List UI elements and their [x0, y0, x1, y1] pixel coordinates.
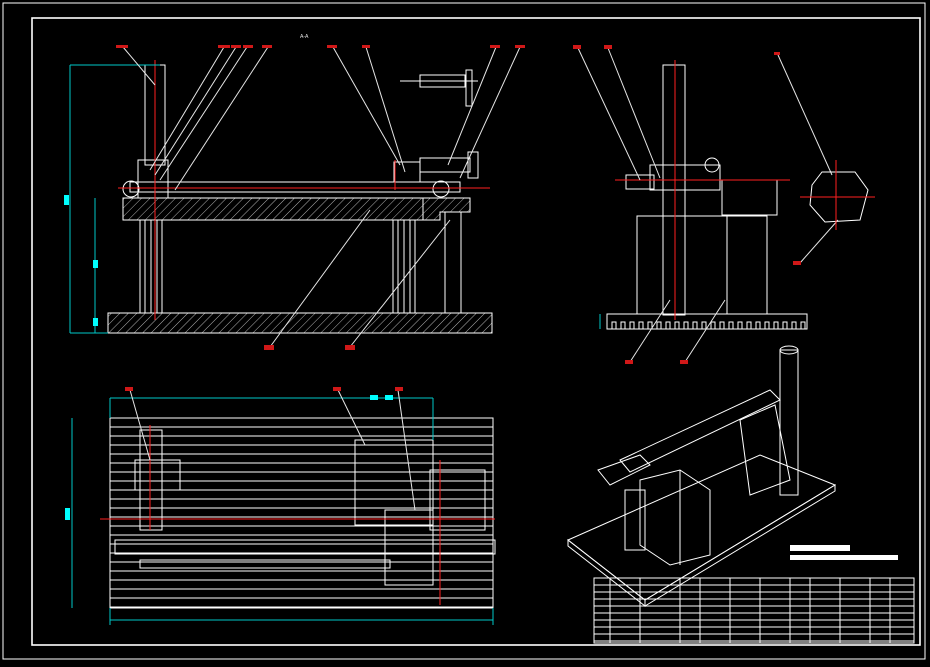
plan-post-head	[134, 459, 181, 491]
plan-rail	[114, 539, 496, 555]
side-cylinder	[625, 174, 655, 190]
side-view	[573, 45, 875, 364]
plan-gripper	[429, 469, 486, 531]
base-slot	[791, 321, 797, 330]
post-bracket	[137, 159, 169, 199]
plan-carriage	[384, 509, 434, 586]
right-pulley	[432, 180, 450, 198]
base-slot	[737, 321, 743, 330]
front-view: A-A	[64, 34, 525, 350]
base-slot	[764, 321, 770, 330]
iso-leg	[624, 489, 646, 551]
base-slot	[692, 321, 698, 330]
detail-view	[800, 160, 875, 230]
base-slot	[773, 321, 779, 330]
plan-view	[65, 387, 496, 625]
table-plate	[122, 197, 424, 221]
iso-arm	[619, 389, 781, 473]
dim-text-mid	[93, 260, 98, 268]
inner-border	[31, 17, 921, 646]
side-gripper	[721, 179, 778, 216]
iso-post	[779, 349, 799, 496]
plan-centerlines	[100, 425, 495, 605]
dim-box-plan-2	[385, 395, 393, 400]
base-slot	[728, 321, 734, 330]
detail-cylinder	[400, 69, 478, 107]
base-slot	[620, 321, 626, 330]
side-base-slots	[611, 321, 806, 330]
base-plate	[107, 312, 493, 334]
base-slot	[656, 321, 662, 330]
base-slot	[800, 321, 806, 330]
cylinder-body	[419, 157, 471, 173]
table-end-block	[422, 197, 471, 221]
base-slot	[629, 321, 635, 330]
base-slot	[755, 321, 761, 330]
plan-bin	[354, 439, 434, 526]
side-centerlines	[615, 60, 790, 320]
title-block-frame	[593, 577, 915, 644]
dim-box-plan-1	[370, 395, 378, 400]
plan-leaders	[129, 389, 416, 511]
dim-text-low	[93, 318, 98, 326]
dim-box-plan-3	[65, 508, 70, 520]
support-column	[444, 211, 462, 314]
base-slot	[719, 321, 725, 330]
side-column	[726, 215, 768, 315]
front-leaders	[122, 46, 521, 348]
plan-slat-plate	[110, 417, 493, 608]
plan-post	[139, 429, 163, 531]
plan-frame	[109, 417, 494, 609]
side-pulley	[704, 157, 720, 173]
base-slot	[665, 321, 671, 330]
front-centerlines	[118, 60, 490, 320]
plan-dimensions	[71, 397, 494, 625]
iso-gripper	[597, 454, 651, 486]
side-block	[636, 215, 728, 315]
title-block-grid	[594, 578, 914, 643]
right-leg	[392, 219, 416, 314]
title-block	[593, 545, 915, 644]
side-leaders	[577, 47, 839, 363]
base-slot	[782, 321, 788, 330]
section-label: A-A	[300, 34, 309, 40]
base-slot	[701, 321, 707, 330]
iso-support	[739, 404, 791, 496]
gripper	[393, 161, 421, 183]
base-slot	[674, 321, 680, 330]
base-slot	[683, 321, 689, 330]
iso-bin	[639, 469, 711, 566]
slide-rail	[129, 181, 461, 193]
base-slot	[746, 321, 752, 330]
base-slot	[647, 321, 653, 330]
plan-tags	[125, 387, 403, 391]
base-slot	[611, 321, 617, 330]
front-tags	[116, 45, 525, 350]
left-pulley	[122, 180, 140, 198]
base-slot	[638, 321, 644, 330]
iso-base-side	[644, 484, 836, 607]
left-leg	[139, 219, 163, 314]
dim-text-tall	[64, 195, 69, 205]
side-carriage	[649, 164, 721, 191]
side-tags	[573, 45, 801, 364]
title-bar-2	[790, 555, 898, 560]
isometric-view	[567, 345, 837, 608]
base-slot	[710, 321, 716, 330]
iso-post-top	[779, 345, 799, 355]
title-bar-1	[790, 545, 850, 551]
cylinder-mount	[467, 151, 479, 179]
plan-rail-lower	[139, 559, 391, 569]
